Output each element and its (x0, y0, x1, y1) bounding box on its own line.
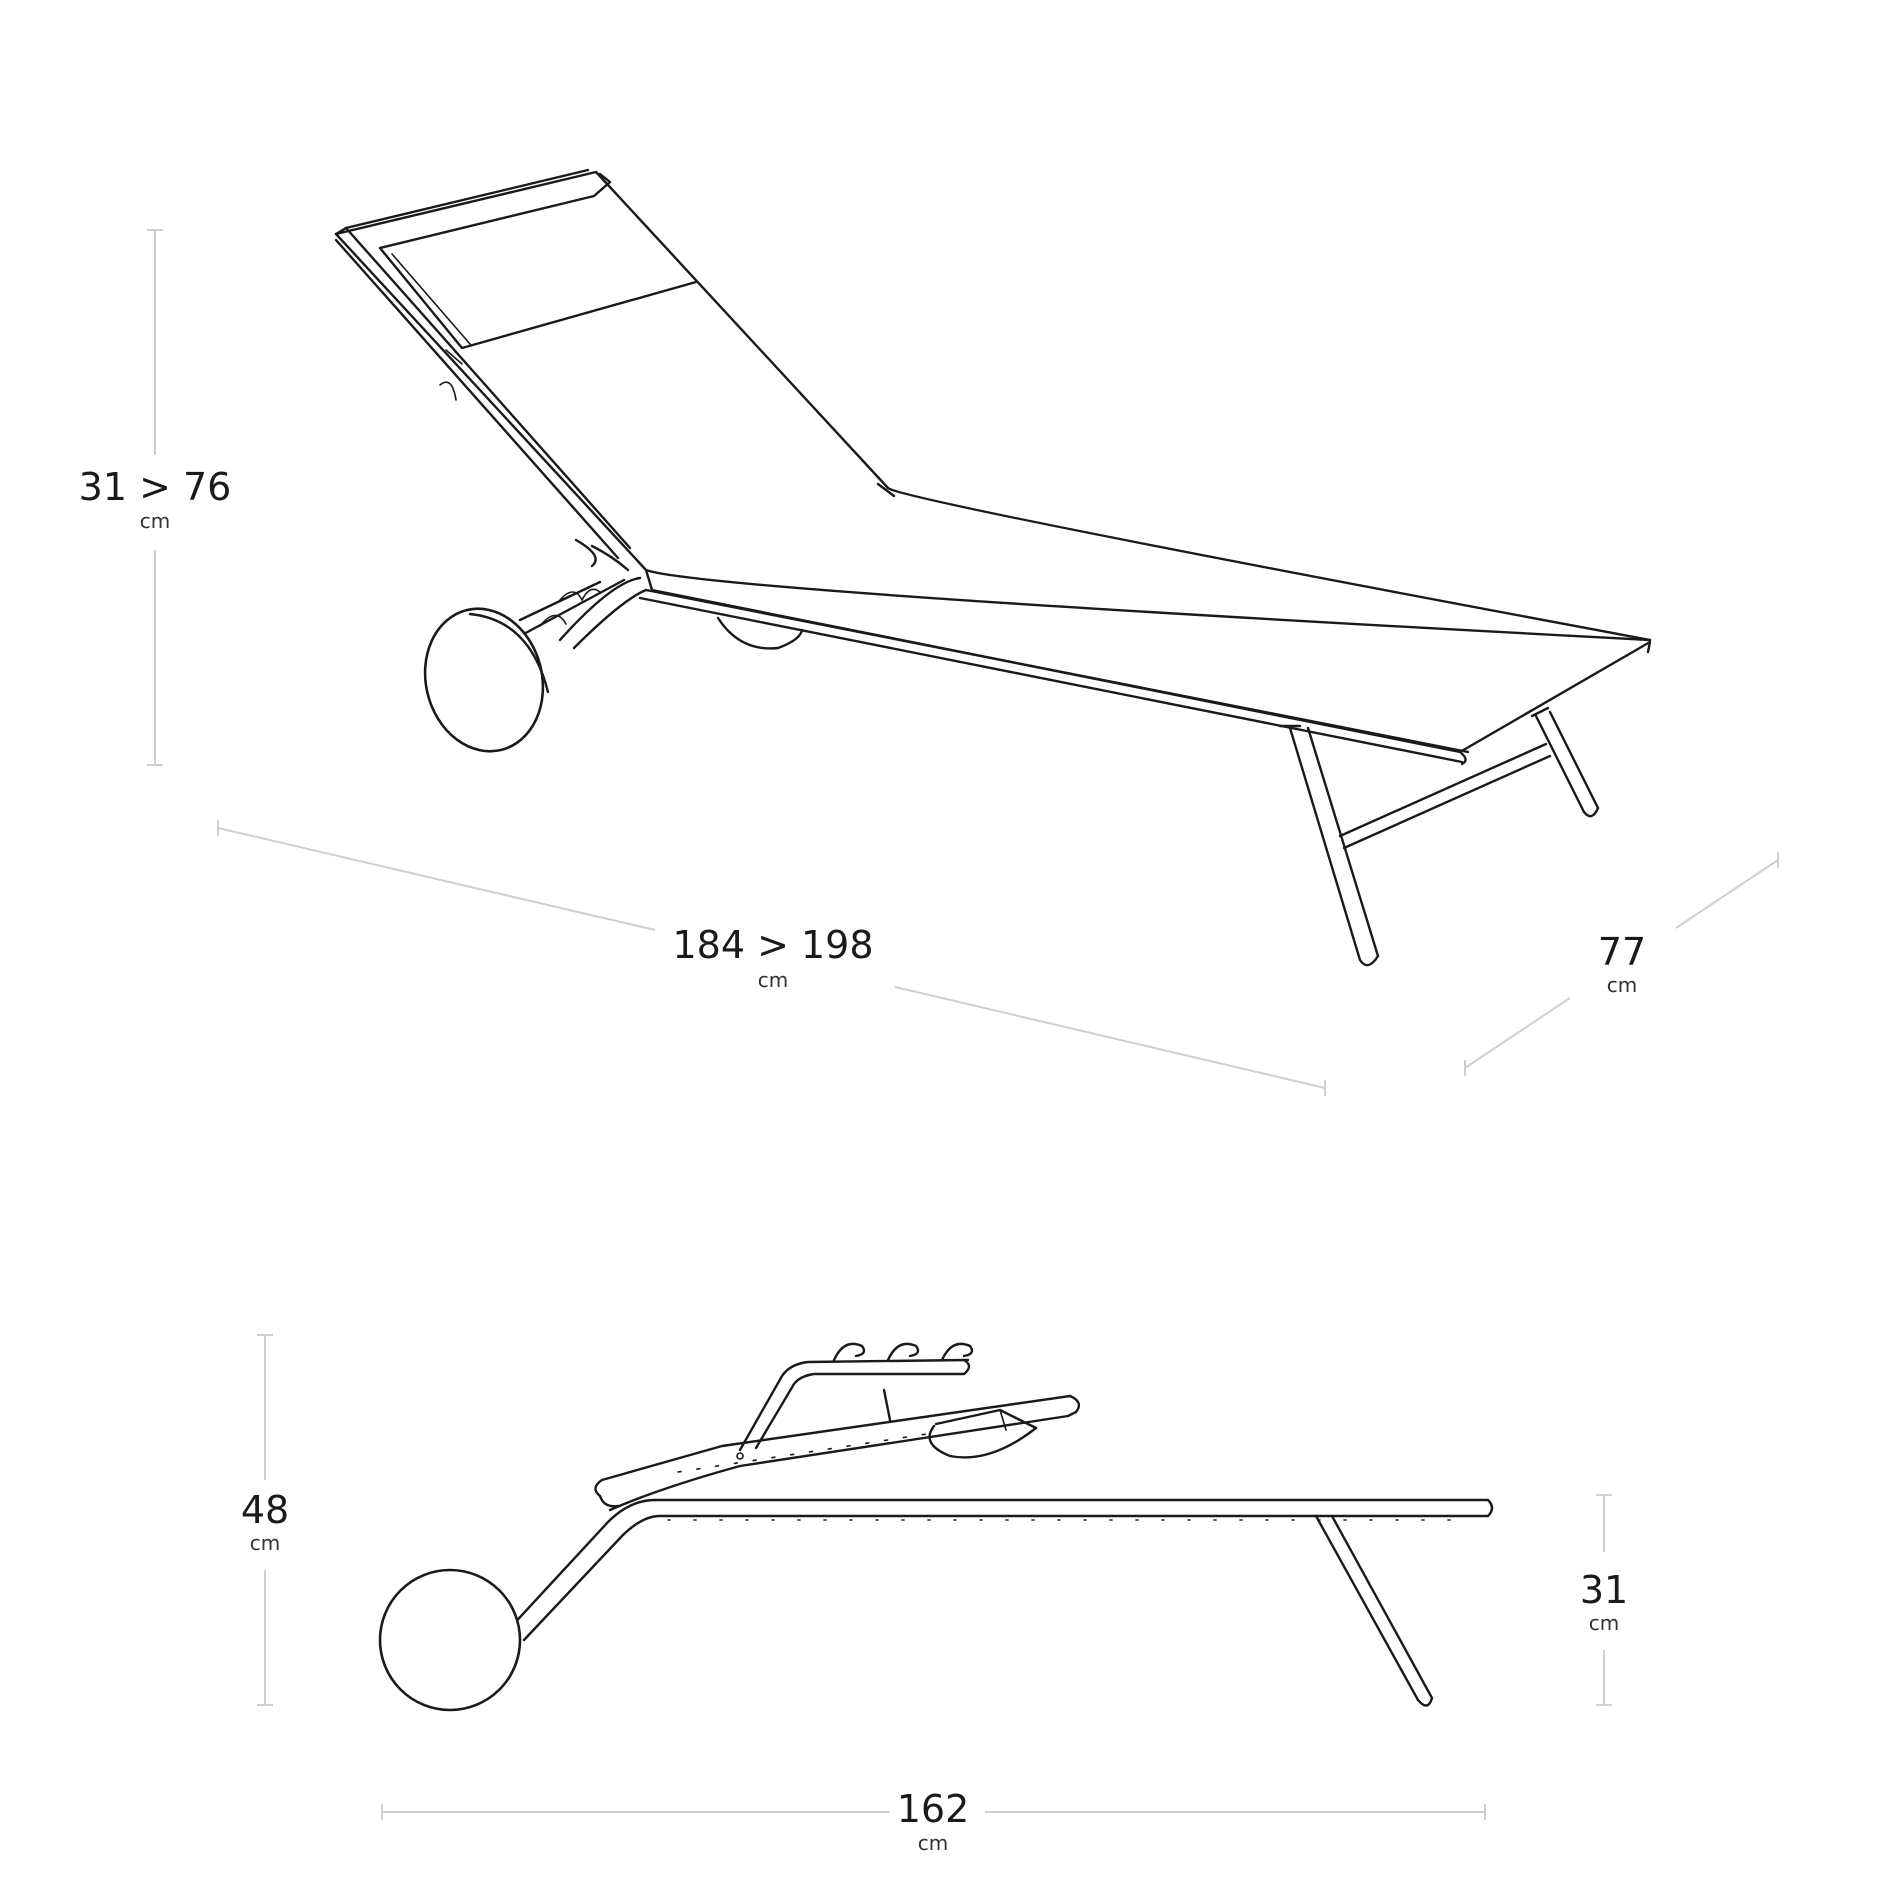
dimension-unit: cm (918, 1831, 948, 1855)
dimension-value: 48 (241, 1488, 289, 1532)
dimension-length-side: 162 cm (381, 1787, 1486, 1855)
dimension-height-perspective: 31 > 76 cm (79, 229, 232, 766)
dimension-value: 77 (1598, 930, 1646, 974)
dimension-unit: cm (1589, 1611, 1619, 1635)
side-view: 48 cm 31 cm 162 cm (241, 1334, 1628, 1855)
dimension-width-perspective: 77 cm (1464, 852, 1779, 1076)
lounger-side-drawing (378, 1342, 1494, 1712)
dimension-seat-height-side: 31 cm (1580, 1494, 1628, 1706)
dimension-height-side: 48 cm (241, 1334, 289, 1706)
dimension-value: 31 > 76 (79, 465, 232, 509)
dimension-value: 162 (897, 1787, 970, 1831)
dimension-unit: cm (250, 1531, 280, 1555)
dimension-value: 31 (1580, 1568, 1628, 1612)
dimension-length-perspective: 184 > 198 cm (217, 820, 1326, 1096)
dimension-value: 184 > 198 (672, 923, 873, 967)
lounger-perspective-drawing (334, 168, 1652, 967)
perspective-view: 31 > 76 cm 184 > 198 cm 77 cm (79, 168, 1779, 1096)
dimension-unit: cm (140, 509, 170, 533)
dimension-unit: cm (1607, 973, 1637, 997)
wheel (378, 1568, 522, 1712)
dimension-unit: cm (758, 968, 788, 992)
rear-wheel (423, 607, 545, 753)
